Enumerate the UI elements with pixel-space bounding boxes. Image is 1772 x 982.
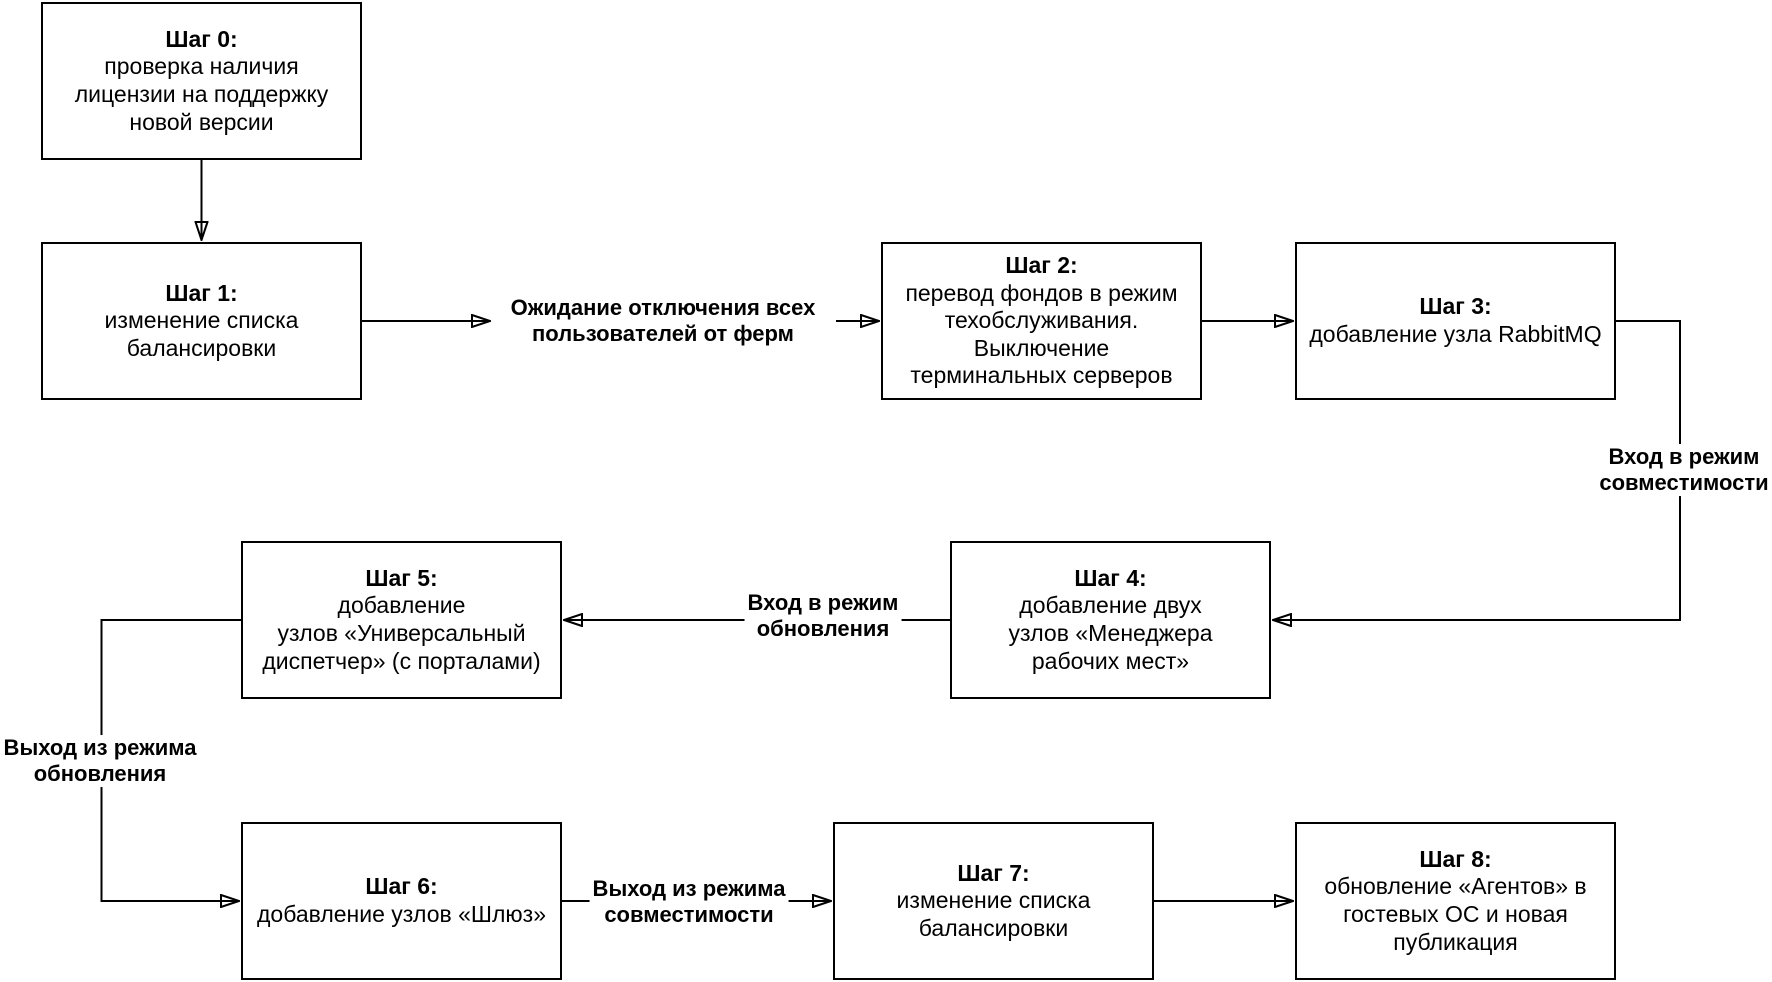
step-0-box: Шаг 0: проверка наличия лицензии на подд… xyxy=(41,2,362,160)
step-3-body: добавление узла RabbitMQ xyxy=(1309,321,1602,347)
step-5-box: Шаг 5: добавление узлов «Универсальный д… xyxy=(241,541,562,699)
step-6-body: добавление узлов «Шлюз» xyxy=(256,901,547,927)
step-1-body: изменение списка балансировки xyxy=(104,307,299,361)
step-0-body: проверка наличия лицензии на поддержку н… xyxy=(74,53,329,135)
edge-label-wait-users-disconnect: Ожидание отключения всех пользователей о… xyxy=(507,295,819,347)
step-8-title: Шаг 8: xyxy=(1419,845,1492,872)
step-7-body: изменение списка балансировки xyxy=(896,887,1091,941)
step-4-title: Шаг 4: xyxy=(1074,564,1147,591)
edge-label-enter-update-mode: Вход в режим обновления xyxy=(744,590,902,642)
step-7-box: Шаг 7: изменение списка балансировки xyxy=(833,822,1154,980)
edge-label-enter-compatibility-mode: Вход в режим совместимости xyxy=(1596,444,1772,496)
step-4-body: добавление двух узлов «Менеджера рабочих… xyxy=(1008,592,1213,674)
step-3-box: Шаг 3: добавление узла RabbitMQ xyxy=(1295,242,1616,400)
step-3-title: Шаг 3: xyxy=(1419,293,1492,320)
step-7-title: Шаг 7: xyxy=(957,859,1030,886)
step-4-box: Шаг 4: добавление двух узлов «Менеджера … xyxy=(950,541,1271,699)
step-2-box: Шаг 2: перевод фондов в режим техобслужи… xyxy=(881,242,1202,400)
step-0-title: Шаг 0: xyxy=(165,25,238,52)
step-6-box: Шаг 6: добавление узлов «Шлюз» xyxy=(241,822,562,980)
step-5-title: Шаг 5: xyxy=(365,564,438,591)
step-2-title: Шаг 2: xyxy=(1005,252,1078,279)
step-8-body: обновление «Агентов» в гостевых ОС и нов… xyxy=(1324,873,1587,955)
edge-label-exit-update-mode: Выход из режима обновления xyxy=(0,735,200,787)
step-8-box: Шаг 8: обновление «Агентов» в гостевых О… xyxy=(1295,822,1616,980)
step-6-title: Шаг 6: xyxy=(365,873,438,900)
step-1-box: Шаг 1: изменение списка балансировки xyxy=(41,242,362,400)
step-5-body: добавление узлов «Универсальный диспетче… xyxy=(262,592,541,674)
step-1-title: Шаг 1: xyxy=(165,279,238,306)
step-2-body: перевод фондов в режим техобслуживания. … xyxy=(905,279,1178,389)
edge-label-exit-compatibility-mode: Выход из режима совместимости xyxy=(589,876,789,928)
